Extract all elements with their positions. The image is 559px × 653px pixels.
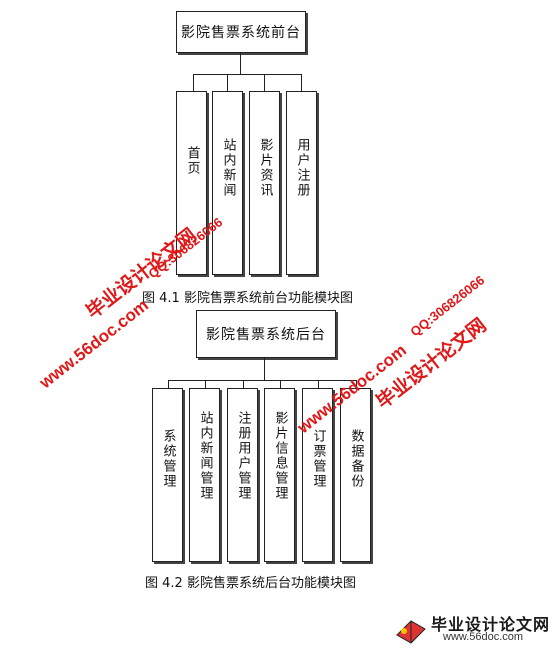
front-root-box: 影院售票系统前台 [176,11,306,53]
back-connector-drop-4 [280,380,281,388]
front-module-box: 影片资讯 [249,91,280,275]
watermark-site-name: 毕业设计论文网 [372,314,491,414]
front-module-label: 首页 [184,146,200,176]
back-module-box: 数据备份 [340,388,371,562]
footer-logo: 毕业设计论文网 www.56doc.com [393,609,553,649]
watermark-qq: QQ:306826066 [407,272,488,340]
back-connector-stem [264,358,265,380]
back-module-label: 站内新闻管理 [197,411,213,501]
front-connector-stem [240,53,241,74]
back-connector-drop-2 [205,380,206,388]
back-module-label: 订票管理 [310,429,326,489]
front-module-box: 用户注册 [286,91,317,275]
back-module-label: 数据备份 [348,429,364,489]
front-module-label: 站内新闻 [220,138,236,198]
front-connector-drop-3 [264,74,265,91]
front-module-label: 影片资讯 [257,138,273,198]
front-module-box: 首页 [176,91,207,275]
back-connector-drop-3 [243,380,244,388]
front-caption: 图 4.1 影院售票系统前台功能模块图 [142,291,353,306]
back-module-box: 注册用户管理 [227,388,258,562]
back-module-box: 系统管理 [152,388,183,562]
back-connector-bar [168,380,357,381]
front-connector-drop-1 [193,74,194,91]
front-connector-drop-2 [227,74,228,91]
back-connector-drop-1 [168,380,169,388]
watermark-url: www.56doc.com [35,295,153,393]
back-root-label: 影院售票系统后台 [206,327,326,343]
front-connector-drop-4 [301,74,302,91]
back-module-box: 影片信息管理 [264,388,295,562]
back-connector-drop-6 [356,380,357,388]
front-connector-bar [193,74,302,75]
footer-url: www.56doc.com [443,631,524,643]
back-module-box: 订票管理 [302,388,333,562]
back-module-label: 注册用户管理 [235,411,251,501]
book-logo-icon [396,620,426,644]
back-module-label: 影片信息管理 [272,411,288,501]
front-module-label: 用户注册 [294,138,310,198]
back-connector-drop-5 [318,380,319,388]
back-caption: 图 4.2 影院售票系统后台功能模块图 [145,576,356,591]
front-module-box: 站内新闻 [212,91,243,275]
front-root-label: 影院售票系统前台 [181,25,301,41]
back-root-box: 影院售票系统后台 [196,310,336,358]
back-module-label: 系统管理 [160,429,176,489]
back-module-box: 站内新闻管理 [189,388,220,562]
footer-title: 毕业设计论文网 [431,617,551,634]
